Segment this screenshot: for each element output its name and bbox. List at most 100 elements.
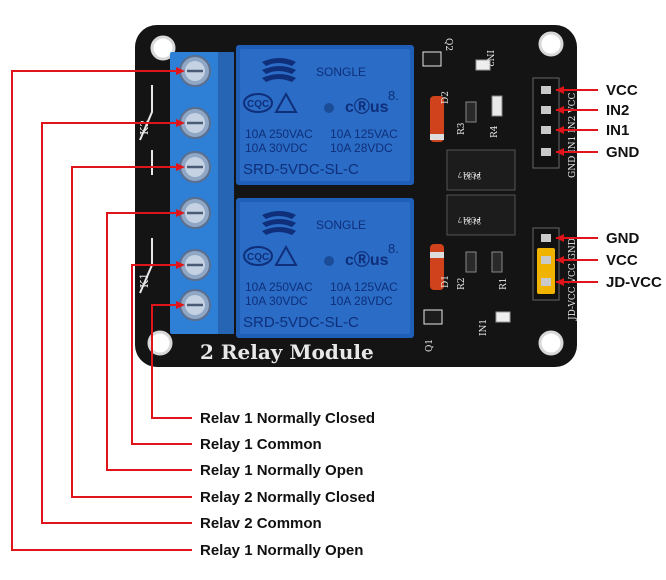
warning-triangle-icon <box>274 244 298 266</box>
mounting-hole <box>147 330 173 356</box>
jumper-cap <box>537 248 555 294</box>
arrow-icon <box>556 148 564 156</box>
optocoupler-1 <box>446 194 516 236</box>
header-pin <box>541 278 551 286</box>
arrow-icon <box>556 234 564 242</box>
arrow-icon <box>176 119 185 127</box>
silk-r4: R4 <box>490 125 500 138</box>
rating-right-2: 10A 28VDC <box>330 141 393 155</box>
warning-triangle-icon <box>274 91 298 113</box>
terminal-callout-wire <box>106 212 192 471</box>
resistor-r3 <box>465 101 477 123</box>
cert-ul: cⓇus <box>345 97 389 116</box>
silk-r1: R1 <box>499 277 509 290</box>
pin-label: VCC <box>606 252 638 269</box>
pin-label: GND <box>606 230 640 247</box>
terminal-label: Relay 1 Normally Open <box>200 542 363 559</box>
cert-cqc: CQC <box>247 99 269 110</box>
header-pin <box>541 126 551 134</box>
callout-wires <box>11 67 598 551</box>
silk-q2: Q2 <box>443 38 453 51</box>
rating-left-2: 10A 30VDC <box>245 294 308 308</box>
relay-brand: SONGLE <box>316 218 366 232</box>
control-circuit: Q2 IN2 D2 R3 R4 PC817 2132 PC817 2132 D1… <box>422 38 516 352</box>
header-pin <box>541 256 551 264</box>
opto-code-2: 2132 <box>463 172 481 180</box>
arrow-icon <box>176 209 185 217</box>
cert-cqc: CQC <box>247 252 269 263</box>
arrow-icon <box>556 256 564 264</box>
rating-right-1: 10A 125VAC <box>330 280 398 294</box>
terminal-label: Relay 1 Common <box>200 436 322 453</box>
relay-1: SONGLE CQC cⓇus 8. 10A 250VAC 10A 30VDC … <box>236 198 414 338</box>
arrow-icon <box>176 163 185 171</box>
relay-vent <box>324 256 334 266</box>
header-pin <box>541 148 551 156</box>
relay-vent <box>324 103 334 113</box>
terminal-screws <box>179 55 211 321</box>
songle-logo-icon <box>262 211 296 235</box>
header-pin <box>541 234 551 242</box>
relay-model: SRD-5VDC-SL-C <box>243 161 359 178</box>
songle-logo-icon <box>262 58 296 82</box>
led-in2 <box>475 59 491 71</box>
arrow-icon <box>556 278 564 286</box>
header-pin <box>541 86 551 94</box>
mounting-hole <box>538 330 564 356</box>
terminal-callout-wire <box>11 70 192 551</box>
relay-2: SONGLE CQC cⓇus 8. 10A 250VAC 10A 30VDC … <box>236 45 414 185</box>
mounting-hole <box>538 31 564 57</box>
header-pins <box>541 234 551 286</box>
pin-label: IN2 <box>606 102 629 119</box>
board-title: 2 Relay Module <box>200 340 374 364</box>
terminal-callout-wire <box>151 304 192 419</box>
terminal-callout-wire <box>41 122 192 524</box>
silk-in1: IN1 <box>479 319 489 336</box>
rating-left-1: 10A 250VAC <box>245 127 313 141</box>
arrow-icon <box>176 261 185 269</box>
arrow-icon <box>556 86 564 94</box>
terminal-label: Relav 2 Common <box>200 515 322 532</box>
transistor-q1 <box>423 309 443 325</box>
terminal-label: Relay 2 Normally Closed <box>200 489 375 506</box>
silk-r3: R3 <box>457 122 467 135</box>
relay-model: SRD-5VDC-SL-C <box>243 314 359 331</box>
arrow-icon <box>176 67 185 75</box>
terminal-side <box>218 52 234 334</box>
cert-ul: cⓇus <box>345 250 389 269</box>
terminal-label: Relav 1 Normally Closed <box>200 410 375 427</box>
transistor-q2 <box>422 51 442 67</box>
optocoupler-2 <box>446 149 516 191</box>
arrow-icon <box>556 106 564 114</box>
terminal-callout-wire <box>131 264 192 445</box>
rating-left-1: 10A 250VAC <box>245 280 313 294</box>
header-pins <box>541 86 551 156</box>
pin-label: IN1 <box>606 122 629 139</box>
ul-suffix: 8. <box>388 241 399 256</box>
resistor-r2 <box>465 251 477 273</box>
rating-left-2: 10A 30VDC <box>245 141 308 155</box>
terminal-callout-wire <box>71 166 192 498</box>
terminal-label: Relay 1 Normally Open <box>200 462 363 479</box>
silk-d1: D1 <box>441 275 451 288</box>
pin-label: GND <box>606 144 640 161</box>
mounting-hole <box>150 35 176 61</box>
silk-d2: D2 <box>441 91 451 104</box>
silk-in2: IN2 <box>484 50 494 67</box>
ul-suffix: 8. <box>388 88 399 103</box>
silk-r2: R2 <box>457 277 467 290</box>
arrow-icon <box>176 301 185 309</box>
header-pin <box>541 106 551 114</box>
diode-band <box>430 252 444 258</box>
cqc-logo-icon <box>243 93 273 113</box>
relay-face <box>240 49 410 181</box>
pin-label: VCC <box>606 82 638 99</box>
arrow-icon <box>556 126 564 134</box>
header-bottom-silk: JD-VCC VCC GND <box>568 238 578 321</box>
diode-d2 <box>430 96 444 142</box>
rating-right-2: 10A 28VDC <box>330 294 393 308</box>
diode-band <box>430 134 444 140</box>
opto-code-2: 2132 <box>463 217 481 225</box>
